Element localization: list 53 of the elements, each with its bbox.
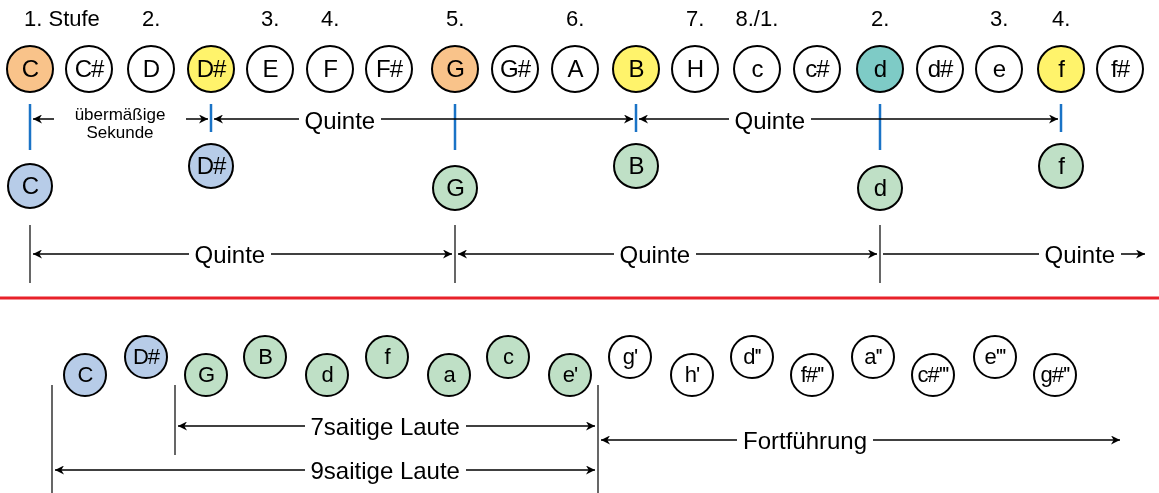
note-circle: f [1037,45,1085,93]
note-circle: D [127,45,175,93]
step-number: 5. [446,6,465,30]
step-number: 6. [566,6,585,30]
note-circle: D# [124,335,168,379]
step-number: 4. [321,6,340,30]
note-circle: c#''' [911,353,955,397]
note-circle: d [857,165,903,211]
step-number: 3. [261,6,280,30]
note-circle: f# [1096,45,1144,93]
step-number: 7. [686,6,705,30]
note-circle: e''' [973,335,1017,379]
note-circle: g#'' [1033,353,1077,397]
note-circle: C# [65,45,113,93]
note-circle: a'' [851,335,895,379]
note-circle: B [243,335,287,379]
note-circle: C [63,353,107,397]
note-circle: C [7,163,53,209]
note-circle: F [306,45,354,93]
step-number: 3. [990,6,1009,30]
note-circle: D# [188,143,234,189]
note-circle: G# [491,45,539,93]
note-circle: D# [187,45,235,93]
note-circle: B [612,45,660,93]
note-circle: h' [670,353,714,397]
note-circle: e' [548,353,592,397]
note-circle: B [613,143,659,189]
note-circle: a [427,353,471,397]
note-circle: e [975,45,1023,93]
note-circle: f [1038,143,1084,189]
step-number: 8./1. [735,6,779,30]
note-circle: d'' [730,335,774,379]
step-number: 1. Stufe [24,6,100,30]
note-circle: H [671,45,719,93]
note-circle: C [6,45,54,93]
note-circle: A [551,45,599,93]
step-number: 2. [871,6,890,30]
step-number: 2. [142,6,161,30]
note-circle: f#'' [790,353,834,397]
step-number: 4. [1052,6,1071,30]
note-circle: G [431,45,479,93]
note-circle: c# [793,45,841,93]
note-circle: c [733,45,781,93]
note-circle: d [305,353,349,397]
note-circle: E [246,45,294,93]
note-circle: F# [365,45,413,93]
note-circle: G [184,353,228,397]
note-circle: d [856,45,904,93]
note-circle: d# [916,45,964,93]
note-circle: f [365,335,409,379]
note-circle: G [432,165,478,211]
note-circle: g' [608,335,652,379]
note-circle: c [486,335,530,379]
